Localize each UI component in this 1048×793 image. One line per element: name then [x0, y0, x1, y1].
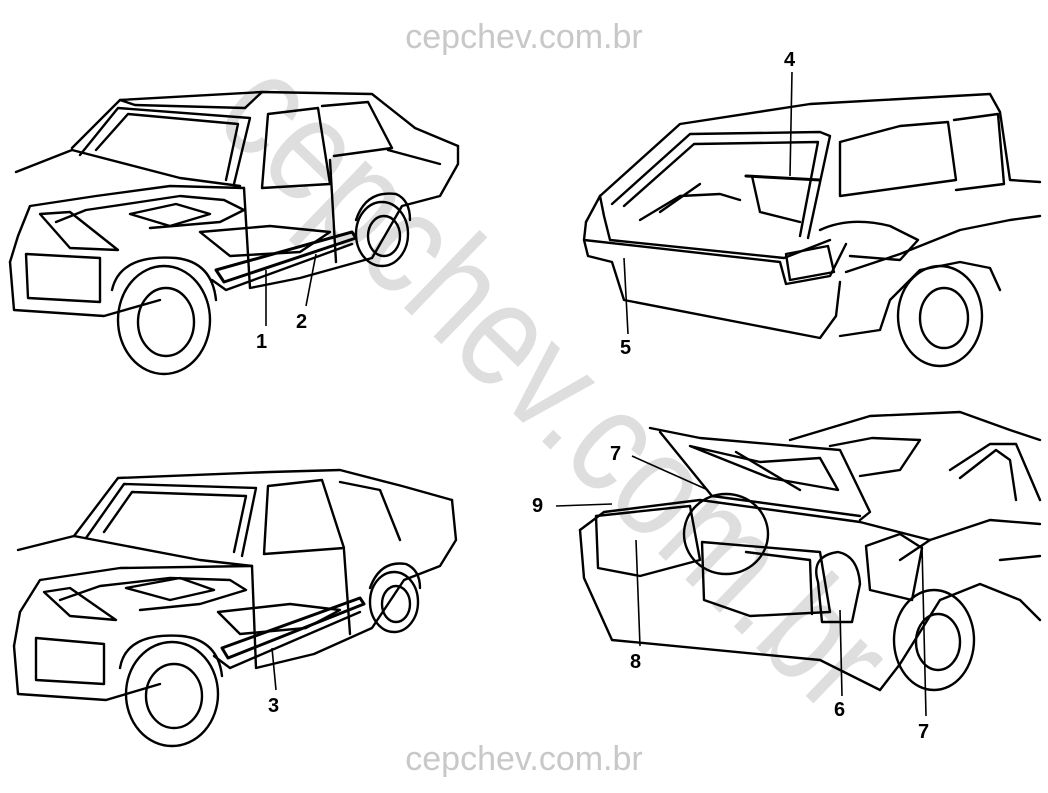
- callout-4: 4: [784, 49, 796, 71]
- callout-labels: 1 2 3 4 5 6 7 7 8 9: [256, 49, 929, 743]
- leader-line-3: [271, 647, 277, 691]
- leader-lines: [265, 71, 927, 717]
- callout-6: 6: [834, 699, 845, 721]
- callout-7-top: 7: [610, 443, 621, 465]
- coupe-trunk-drawing: [578, 410, 1042, 692]
- watermark-bottom: cepchev.com.br: [405, 740, 642, 778]
- callout-1: 1: [256, 331, 267, 353]
- callout-7-bottom: 7: [918, 721, 929, 743]
- callout-8: 8: [630, 651, 641, 673]
- watermark-top: cepchev.com.br: [405, 18, 642, 56]
- leader-line-9: [555, 503, 613, 507]
- coupe-two-door-drawing: [12, 468, 458, 748]
- station-wagon-drawing: [582, 92, 1042, 368]
- leader-line-4: [789, 71, 793, 177]
- callout-9: 9: [532, 495, 543, 517]
- leader-line-2: [305, 253, 317, 307]
- leader-line-6: [839, 609, 843, 697]
- leader-line-7a: [631, 455, 709, 491]
- leader-line-5: [623, 257, 629, 335]
- callout-3: 3: [268, 695, 279, 717]
- leader-line-8: [635, 539, 641, 647]
- callout-5: 5: [620, 337, 631, 359]
- callout-2: 2: [296, 311, 307, 333]
- sedan-four-door-drawing: [8, 90, 460, 376]
- leader-line-7b: [921, 545, 927, 717]
